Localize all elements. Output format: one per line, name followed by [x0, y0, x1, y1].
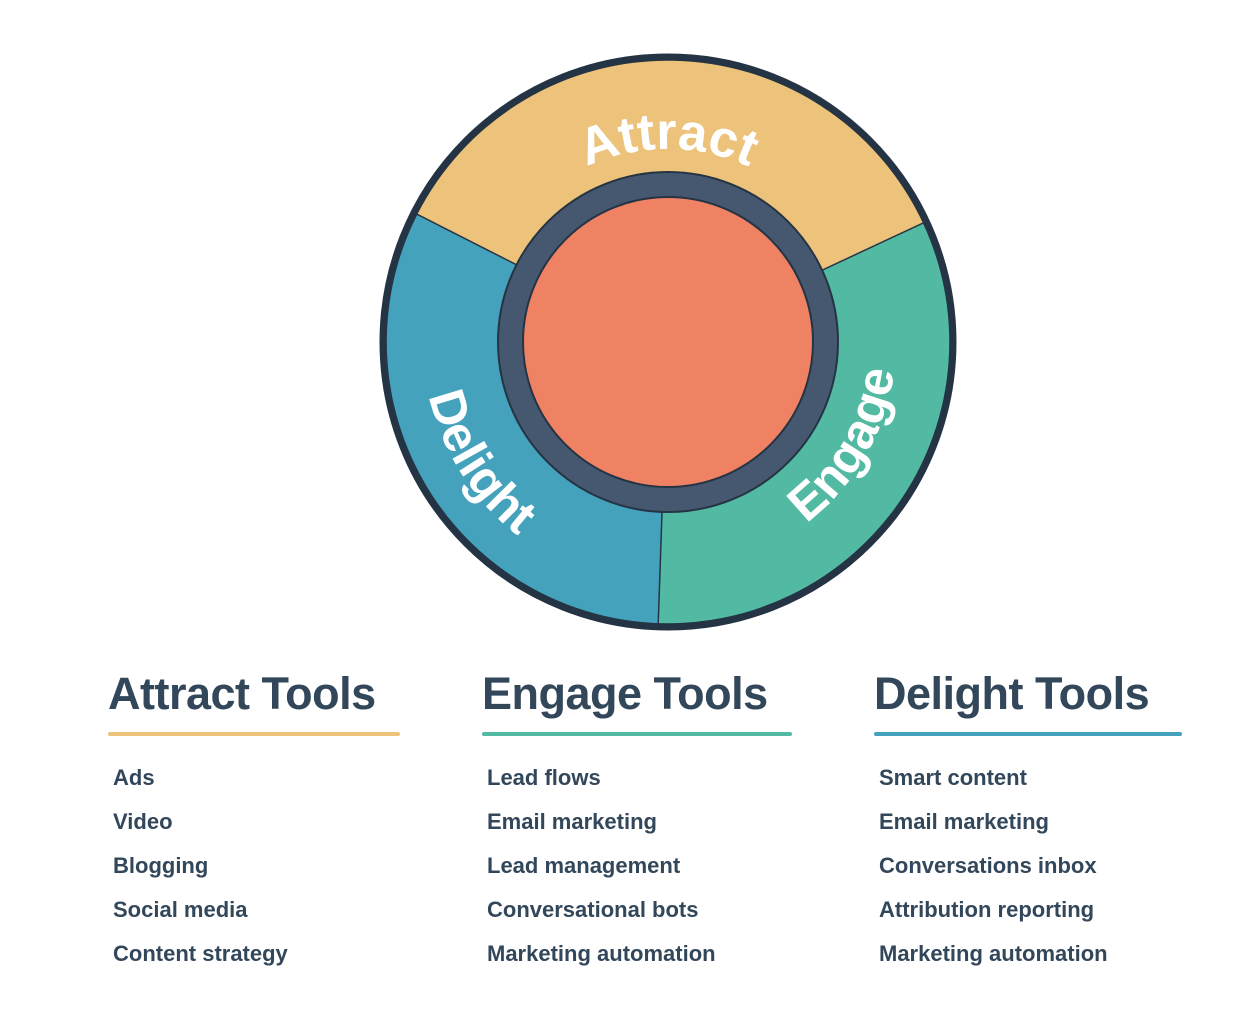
list-item: Social media: [113, 897, 248, 922]
column-underline: [482, 732, 792, 736]
list-item: Ads: [113, 765, 155, 790]
column-underline: [874, 732, 1182, 736]
list-item: Conversations inbox: [879, 853, 1097, 878]
list-item: Smart content: [879, 765, 1027, 790]
list-item: Lead management: [487, 853, 681, 878]
engage-tools-column: Engage Tools Lead flows Email marketing …: [482, 668, 792, 986]
list-item: Video: [113, 809, 173, 834]
column-title: Engage Tools: [482, 668, 768, 719]
column-underline: [108, 732, 400, 736]
list-item: Attribution reporting: [879, 897, 1095, 922]
list-item: Conversational bots: [487, 897, 699, 922]
delight-tools-column: Delight Tools Smart content Email market…: [874, 668, 1182, 986]
hub-center: [522, 196, 814, 488]
list-item: Marketing automation: [487, 941, 716, 966]
attract-tools-column: Attract Tools Ads Video Blogging Social …: [108, 668, 400, 986]
column-title: Attract Tools: [108, 668, 376, 719]
flywheel-diagram: Attract Engage Delight: [379, 53, 957, 631]
list-item: Blogging: [113, 853, 209, 878]
list-item: Content strategy: [113, 941, 288, 966]
list-item: Email marketing: [487, 809, 657, 834]
list-item: Email marketing: [879, 809, 1049, 834]
list-item: Marketing automation: [879, 941, 1108, 966]
column-title: Delight Tools: [874, 668, 1150, 719]
list-item: Lead flows: [487, 765, 601, 790]
